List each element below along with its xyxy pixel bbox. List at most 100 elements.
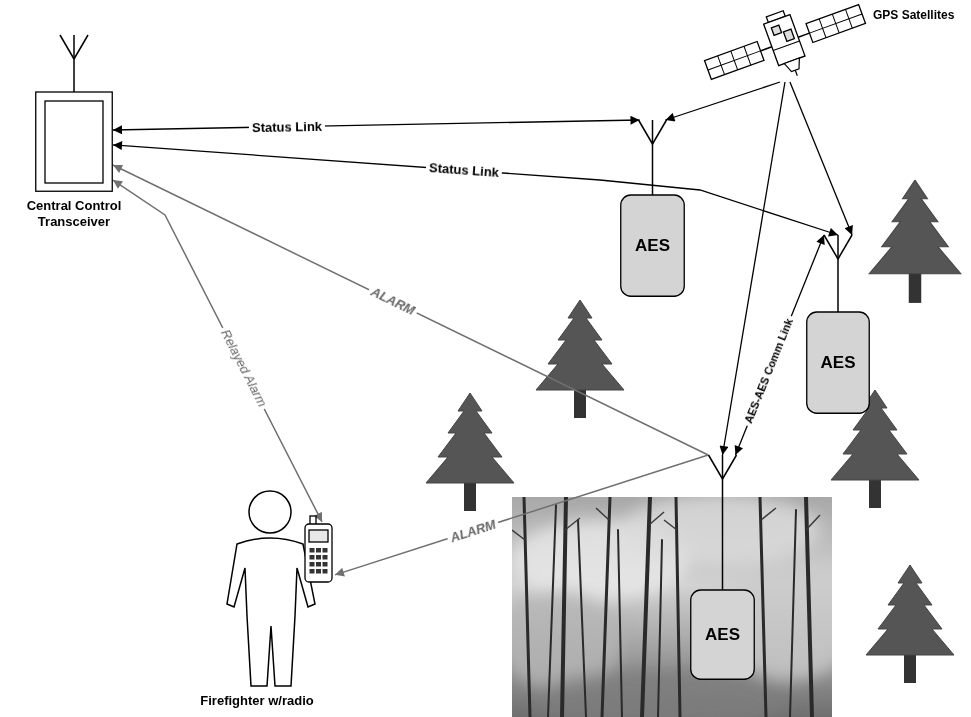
panel-arm <box>798 33 809 37</box>
antenna-arm <box>653 120 667 144</box>
node-caption: Firefighter w/radio <box>200 693 313 708</box>
link-label: AES-AES Comm Link <box>741 314 797 428</box>
dish-feed <box>795 70 797 76</box>
branch <box>664 520 677 530</box>
panel-grid <box>832 14 839 33</box>
antenna-arm <box>639 120 653 144</box>
branch <box>512 530 525 540</box>
radio-key <box>310 569 315 574</box>
trunk <box>658 540 662 717</box>
radio-antenna <box>310 516 316 525</box>
pine-tree <box>869 180 961 303</box>
radio-key <box>310 562 315 567</box>
radio-key <box>316 555 321 560</box>
smoke-cloud <box>530 670 790 717</box>
antenna-mast <box>652 120 654 195</box>
panel-grid <box>718 56 725 75</box>
radio-key <box>310 555 315 560</box>
signal-link <box>335 455 708 575</box>
unit-label: AES <box>635 236 670 256</box>
aes-housing <box>691 590 755 679</box>
aes-unit: AES <box>620 120 685 297</box>
firefighter-figure-outline <box>215 488 335 690</box>
branch <box>761 508 776 520</box>
radio-symbol <box>305 516 332 582</box>
pine-tree <box>536 300 624 418</box>
aes-unit: AES <box>690 455 755 680</box>
antenna-arm <box>60 35 74 59</box>
pine-tree <box>866 565 954 683</box>
radio-body <box>305 524 332 582</box>
link-label: Status Link <box>249 118 325 134</box>
aes-housing <box>807 312 870 413</box>
panel-grid <box>845 9 852 28</box>
transceiver-panel <box>45 101 103 183</box>
antenna-arm <box>723 455 737 479</box>
link-label: Relayed Alarm <box>216 325 271 413</box>
trunk <box>790 510 796 717</box>
control-transceiver: Central Control Transceiver <box>35 35 113 192</box>
signal-link <box>723 82 785 455</box>
satellite-body <box>764 15 805 66</box>
branch <box>596 508 609 520</box>
smoke <box>512 497 832 717</box>
panel-grid <box>819 19 826 38</box>
node-caption: GPS Satellites <box>873 8 954 22</box>
node-caption: Central Control Transceiver <box>0 198 149 230</box>
trunk <box>578 520 586 717</box>
aes-unit-outline <box>690 455 755 680</box>
aes-housing <box>621 195 685 296</box>
unit-label: AES <box>705 625 740 645</box>
signal-link <box>113 180 322 522</box>
body-detail <box>773 41 799 51</box>
solar-panel <box>806 5 865 43</box>
antenna-symbol <box>824 235 852 312</box>
antenna-mast <box>837 235 839 312</box>
body-detail <box>771 25 781 35</box>
signal-link <box>113 165 708 455</box>
transceiver-housing <box>36 92 113 191</box>
antenna-symbol <box>709 455 737 590</box>
radio-key <box>310 548 315 553</box>
trunk <box>548 505 556 717</box>
aes-unit: AES <box>806 235 870 414</box>
link-label: ALARM <box>366 283 420 320</box>
radio-key <box>323 569 328 574</box>
pine-tree <box>831 390 919 508</box>
trunk <box>618 530 622 717</box>
radio-key <box>316 569 321 574</box>
signal-link <box>736 235 824 455</box>
person-body <box>227 538 315 686</box>
radio-key <box>323 562 328 567</box>
antenna-symbol <box>60 35 88 92</box>
radio-key <box>316 548 321 553</box>
antenna-arm <box>824 235 838 259</box>
satellite-symbol <box>698 0 875 104</box>
burning-trunks <box>524 497 812 717</box>
pine-tree <box>426 393 514 511</box>
satellite-dish <box>784 58 802 73</box>
antenna-arm <box>838 235 852 259</box>
forest-fire-photo <box>512 497 832 717</box>
antenna-mast <box>722 455 724 590</box>
trunk <box>760 497 766 717</box>
radio-key <box>323 548 328 553</box>
gps-satellite-outline <box>700 2 865 82</box>
panel-grid <box>744 46 751 65</box>
gps-satellite: GPS Satellites <box>700 2 865 82</box>
trunk <box>642 497 650 717</box>
satellite-cap <box>766 11 785 23</box>
radio-key <box>323 555 328 560</box>
branch <box>806 515 820 530</box>
firefighter-figure: Firefighter w/radio <box>215 488 335 690</box>
branches <box>512 508 820 540</box>
link-label: ALARM <box>446 515 501 545</box>
person-head <box>249 491 291 533</box>
branch <box>565 518 580 530</box>
branch <box>649 512 664 525</box>
body-detail <box>783 29 794 41</box>
antenna-symbol <box>639 120 667 195</box>
